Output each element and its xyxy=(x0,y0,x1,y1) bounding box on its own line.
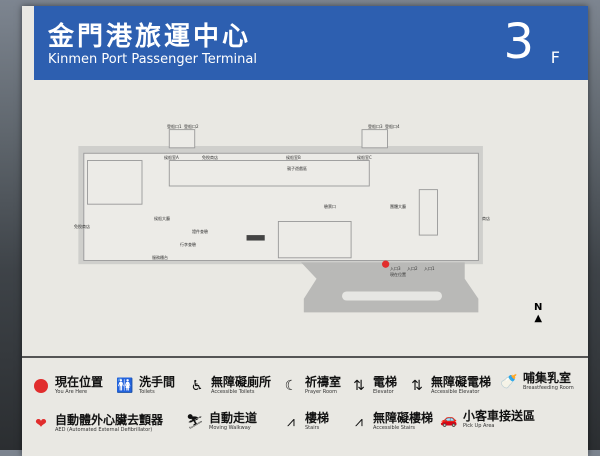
map-label: 登船口3 xyxy=(368,124,383,129)
elevator-icon: ⇅ xyxy=(353,377,365,394)
map-label: 候船室A xyxy=(164,155,179,160)
bottle-icon: 🍼 xyxy=(500,373,518,390)
you-are-here-icon xyxy=(32,377,50,395)
north-arrow: N▲ xyxy=(534,302,543,324)
accessible-stairs-icon: ⩘ xyxy=(355,413,363,430)
map-label: 驗票口 xyxy=(324,204,336,209)
terminal-floor xyxy=(83,152,479,261)
map-label: 服務櫃台 xyxy=(152,255,168,260)
map-label: 行李查驗 xyxy=(180,242,196,247)
terminal-title: 金門港旅運中心 xyxy=(48,22,252,52)
map-label: 登船口4 xyxy=(385,124,400,129)
accessible-elevator-icon: ⇅ xyxy=(411,377,423,394)
map-label: 候船室C xyxy=(357,155,372,160)
map-label: 證件查驗 xyxy=(192,229,208,234)
map-label: 候船大廳 xyxy=(154,216,170,221)
map-label: 免稅商店 xyxy=(74,224,90,229)
map-label: 入口3 xyxy=(390,266,401,271)
directory-sign: 金門港旅運中心 Kinmen Port Passenger Terminal 3… xyxy=(22,6,588,456)
map-label: 商店 xyxy=(482,216,490,221)
you-are-here-marker xyxy=(382,260,390,268)
map-label: 入口2 xyxy=(407,266,418,271)
aed-icon: ❤ xyxy=(35,415,47,432)
floor-number: 3 xyxy=(503,14,534,70)
map-label: 團體大廳 xyxy=(390,204,406,209)
map-label: 入口1 xyxy=(424,266,435,271)
walkway-icon: ⛷ xyxy=(186,413,204,430)
floor-plan xyxy=(78,129,483,313)
car-icon: 🚗 xyxy=(440,411,458,428)
wheelchair-icon: ♿ xyxy=(190,377,204,394)
map-label: 登船口1 xyxy=(167,124,182,129)
stairs-icon: ⩘ xyxy=(287,413,295,430)
map-label: 現在位置 xyxy=(390,272,406,277)
prayer-icon: ☾ xyxy=(284,377,298,394)
floor-unit: F xyxy=(550,48,560,67)
toilet-icon: 🚻 xyxy=(116,377,134,394)
terminal-subtitle: Kinmen Port Passenger Terminal xyxy=(48,52,257,67)
map-label: 登船口2 xyxy=(184,124,199,129)
sign-header: 金門港旅運中心 Kinmen Port Passenger Terminal 3… xyxy=(34,6,588,80)
map-label: 免稅商店 xyxy=(202,155,218,160)
map-label: 親子遊戲區 xyxy=(287,166,307,171)
map-label: 候船室B xyxy=(286,155,301,160)
